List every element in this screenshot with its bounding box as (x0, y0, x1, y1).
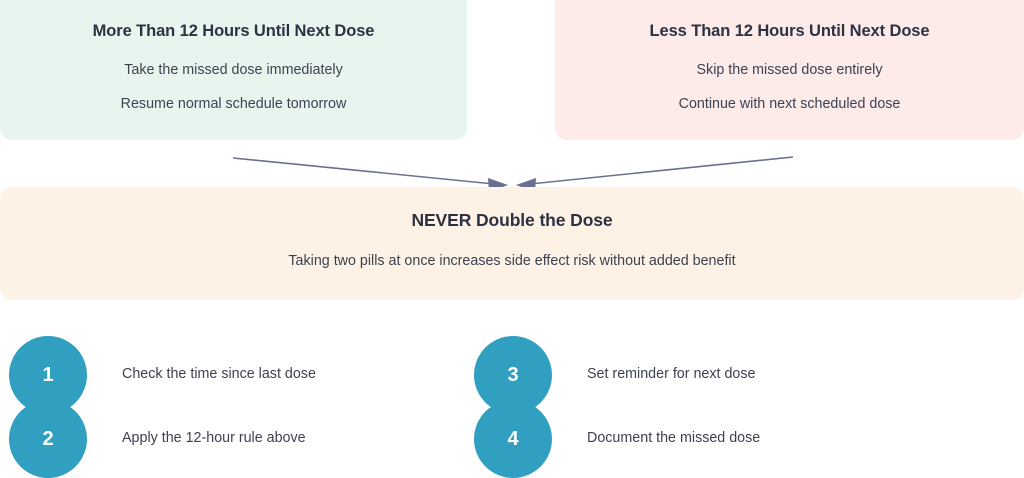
step-label: Check the time since last dose (122, 366, 316, 382)
warning-banner: NEVER Double the Dose Taking two pills a… (0, 187, 1024, 300)
branch-line: Continue with next scheduled dose (678, 95, 901, 112)
branch-card-less-than-12-hours: Less Than 12 Hours Until Next Dose Skip … (555, 0, 1024, 140)
step-label: Set reminder for next dose (587, 366, 756, 382)
step-number-badge: 4 (474, 400, 552, 478)
branch-title: More Than 12 Hours Until Next Dose (92, 22, 375, 40)
branch-line: Resume normal schedule tomorrow (120, 95, 347, 112)
warning-title: NEVER Double the Dose (411, 210, 613, 230)
step-number-badge: 2 (9, 400, 87, 478)
branch-line: Take the missed dose immediately (124, 61, 343, 78)
branch-card-more-than-12-hours: More Than 12 Hours Until Next Dose Take … (0, 0, 467, 140)
branch-line: Skip the missed dose entirely (696, 61, 883, 78)
step-label: Document the missed dose (587, 430, 761, 446)
step-label: Apply the 12-hour rule above (122, 430, 306, 446)
branch-title: Less Than 12 Hours Until Next Dose (649, 22, 930, 40)
warning-subtitle: Taking two pills at once increases side … (288, 253, 736, 269)
steps-list: 1 Check the time since last dose 2 Apply… (0, 336, 1024, 478)
